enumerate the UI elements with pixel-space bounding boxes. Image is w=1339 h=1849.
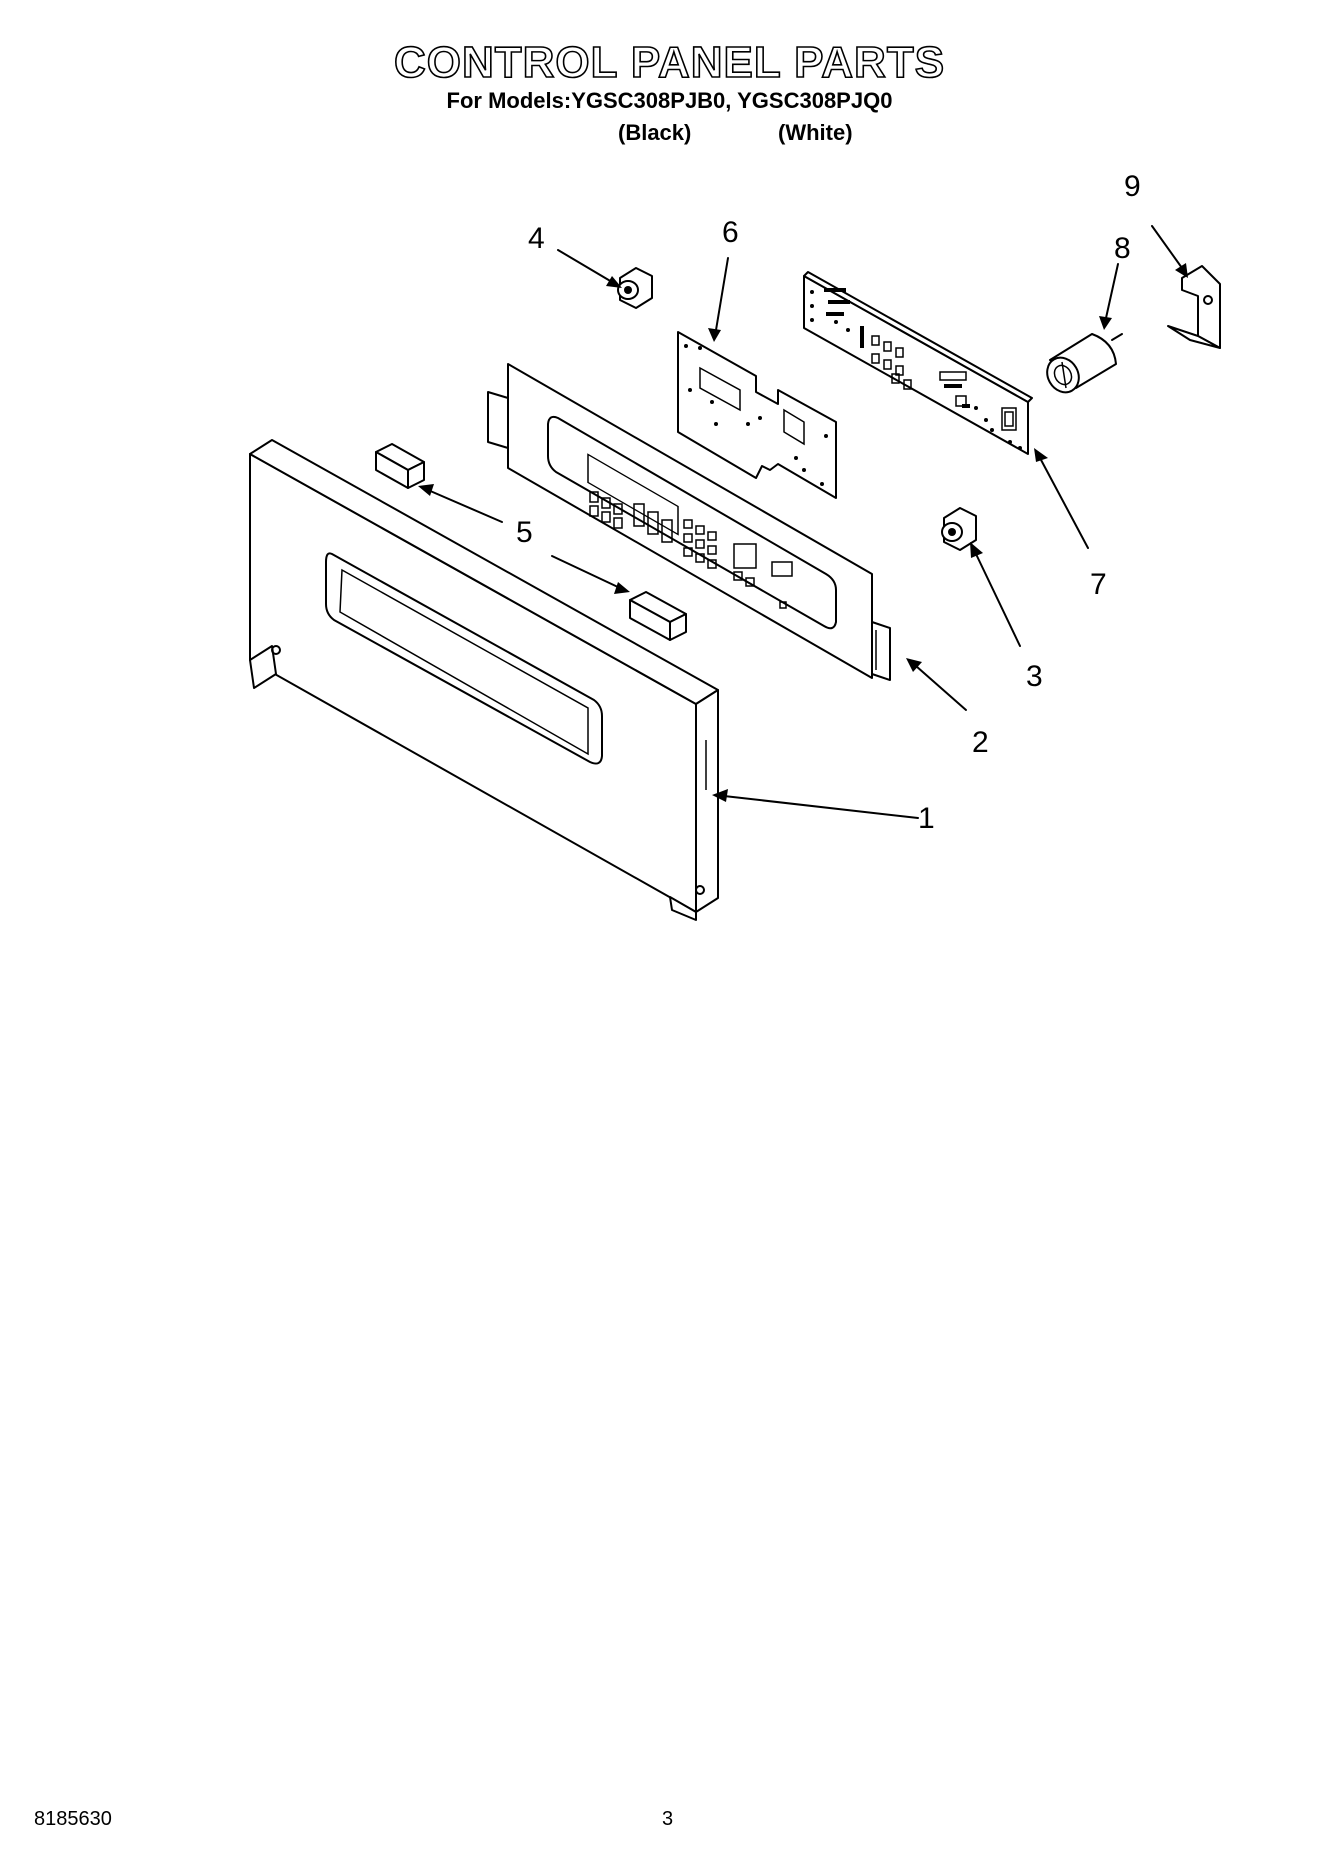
callout-3: 3 xyxy=(1026,660,1043,693)
callout-2: 2 xyxy=(972,726,989,759)
part-4-spacer xyxy=(617,267,653,309)
part-2-control-panel-overlay xyxy=(487,363,891,681)
variant-black-label: (Black) xyxy=(618,120,692,145)
callout-4: 4 xyxy=(528,222,545,255)
callout-1: 1 xyxy=(918,802,935,835)
part-1-control-panel-trim xyxy=(249,439,719,921)
part-3-spacer xyxy=(941,507,977,551)
page-title: CONTROL PANEL PARTS xyxy=(393,37,946,88)
page-number: 3 xyxy=(662,1808,674,1830)
part-5-block-upper xyxy=(375,443,425,489)
callout-6: 6 xyxy=(722,216,739,249)
callout-8: 8 xyxy=(1114,232,1131,265)
callout-5: 5 xyxy=(516,516,533,549)
document-number: 8185630 xyxy=(34,1808,112,1830)
callout-7: 7 xyxy=(1090,568,1107,601)
part-8-encoder xyxy=(1046,333,1123,394)
variant-white-label: (White) xyxy=(778,120,853,145)
part-9-bracket xyxy=(1167,265,1221,349)
part-7-main-control-board xyxy=(803,271,1033,455)
callout-9: 9 xyxy=(1124,170,1141,203)
part-6-display-board xyxy=(677,331,837,499)
models-line: For Models:YGSC308PJB0, YGSC308PJQ0 xyxy=(446,88,893,113)
leader-arrows xyxy=(418,225,1188,819)
part-5-block-lower xyxy=(629,591,687,641)
